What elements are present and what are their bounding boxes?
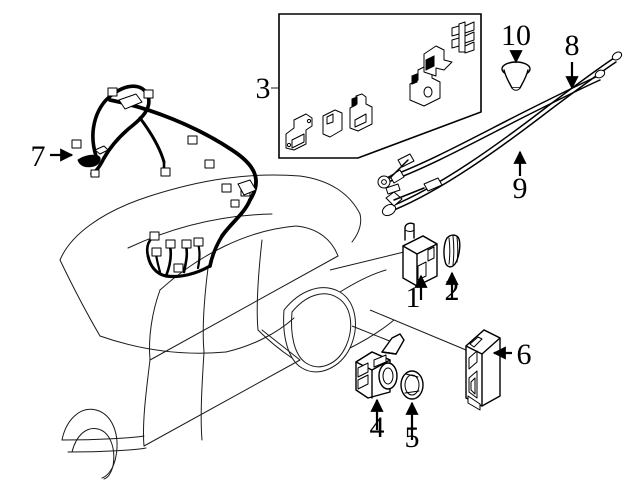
- clip-bracket-e: [423, 45, 453, 77]
- grommet-plug: [501, 61, 531, 91]
- callout-number-3: 3: [256, 72, 271, 105]
- clip-bracket-a: [285, 113, 313, 151]
- wire-harness-assembly: [71, 84, 258, 279]
- callout-numbers: 1 2 3 4 5 6 7 8 9 10: [31, 19, 580, 454]
- clip-bracket-group-box: [271, 13, 482, 159]
- callout-number-5: 5: [405, 421, 420, 454]
- sensor-retainer-ring: [400, 370, 424, 400]
- clip-bracket-f: [451, 21, 475, 54]
- callout-number-2: 2: [445, 274, 460, 307]
- vehicle-body-outline: [59, 174, 395, 480]
- camera-module: [402, 222, 438, 287]
- callout-number-6: 6: [517, 338, 532, 371]
- control-module: [465, 329, 501, 411]
- leader-lines: [329, 251, 467, 351]
- callout-number-8: 8: [565, 29, 580, 62]
- callout-arrows: [50, 50, 579, 440]
- callout-number-9: 9: [513, 172, 528, 205]
- parking-sensor: [355, 333, 405, 399]
- callout-number-10: 10: [501, 19, 531, 52]
- callout-number-4: 4: [370, 411, 385, 444]
- callout-number-7: 7: [31, 140, 46, 173]
- clip-bracket-b: [322, 109, 343, 138]
- sensor-retainer-clip-2: [443, 234, 461, 268]
- callout-number-1: 1: [406, 281, 421, 314]
- clip-bracket-c: [349, 93, 373, 132]
